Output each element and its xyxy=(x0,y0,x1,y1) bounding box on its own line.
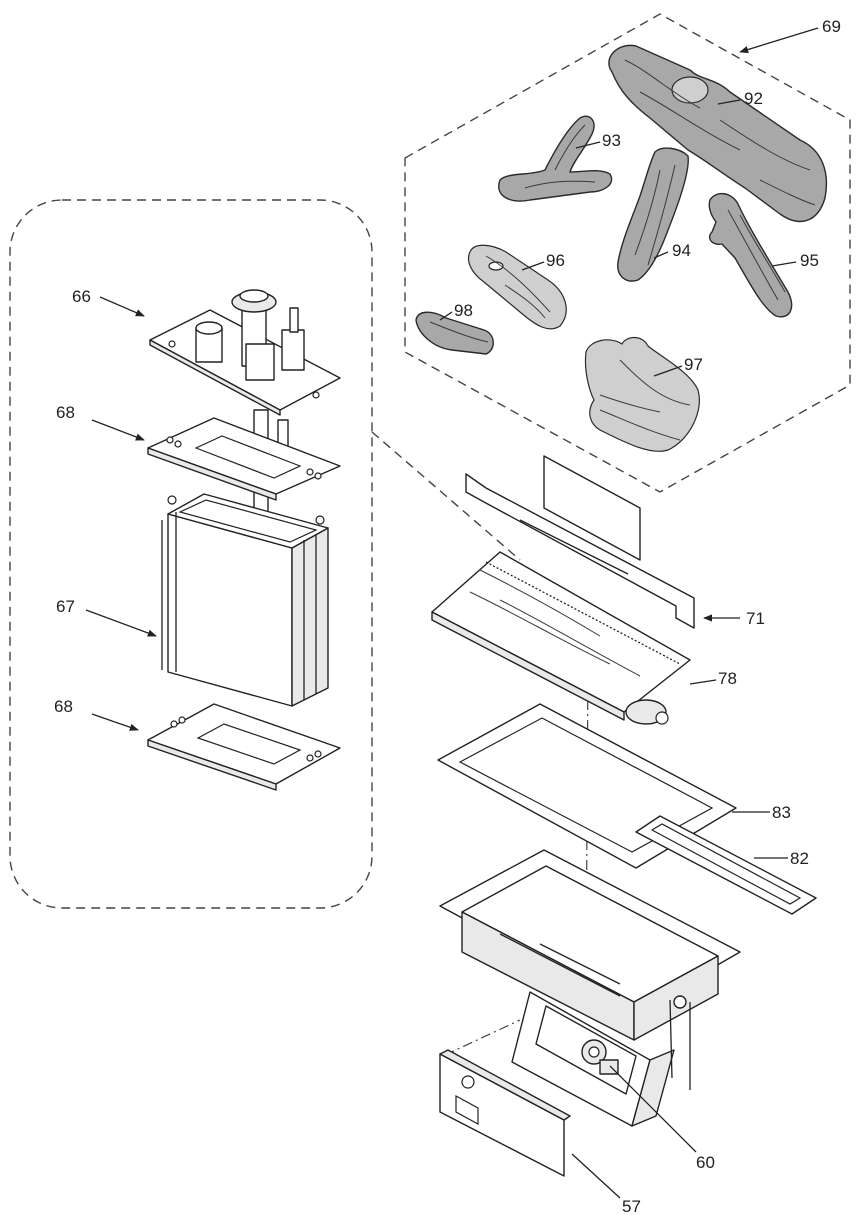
connector-dashed-line xyxy=(444,1019,521,1056)
callout-78: 78 xyxy=(718,669,737,688)
callout-96: 96 xyxy=(546,251,565,270)
callout-94: 94 xyxy=(672,241,691,260)
callout-95: 95 xyxy=(800,251,819,270)
callout-67: 67 xyxy=(56,597,75,616)
firebox-pan xyxy=(439,849,741,1041)
callout-83: 83 xyxy=(772,803,791,822)
valve-assembly-dashed-boundary xyxy=(9,199,373,909)
part-78-burner-tray xyxy=(431,551,691,725)
part-68-lower-gasket xyxy=(147,703,341,791)
callout-97: 97 xyxy=(684,355,703,374)
connector-dashed-line xyxy=(371,431,521,561)
callout-labels: 66 68 67 68 69 92 93 94 95 96 97 98 71 7… xyxy=(54,17,841,1215)
log-set-dashed-boundary xyxy=(404,13,851,493)
callout-93: 93 xyxy=(602,131,621,150)
callout-69: 69 xyxy=(822,17,841,36)
callout-92: 92 xyxy=(744,89,763,108)
part-67-finned-housing xyxy=(161,493,329,707)
log-set-group xyxy=(404,13,851,493)
callout-66: 66 xyxy=(72,287,91,306)
callout-71: 71 xyxy=(746,609,765,628)
part-68-upper-gasket xyxy=(147,417,341,501)
callout-82: 82 xyxy=(790,849,809,868)
log-94 xyxy=(617,147,689,282)
part-82-gasket-strip xyxy=(635,815,817,915)
log-95 xyxy=(708,193,793,318)
callout-68-upper: 68 xyxy=(56,403,75,422)
part-57-access-panel xyxy=(439,1049,571,1177)
leader-lines xyxy=(85,27,819,1199)
log-92 xyxy=(608,44,828,223)
log-97 xyxy=(584,336,700,452)
part-71-deflector xyxy=(465,455,695,629)
callout-68-lower: 68 xyxy=(54,697,73,716)
callout-98: 98 xyxy=(454,301,473,320)
log-96 xyxy=(467,244,567,330)
callout-57: 57 xyxy=(622,1197,641,1215)
log-93 xyxy=(498,115,613,202)
callout-60: 60 xyxy=(696,1153,715,1172)
log-98 xyxy=(415,311,494,355)
valve-assembly-group xyxy=(9,199,373,909)
part-60-valve-housing xyxy=(511,991,691,1127)
